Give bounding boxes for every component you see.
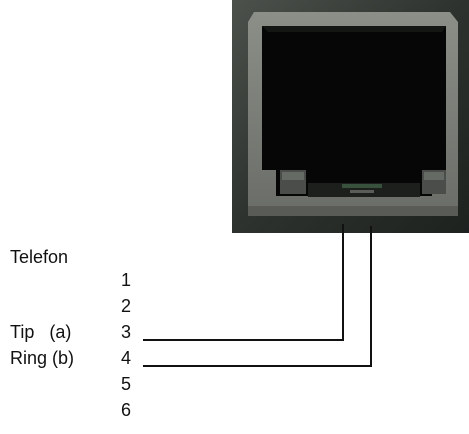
title-telefon: Telefon bbox=[10, 247, 69, 267]
pin-number-1: 1 bbox=[120, 270, 131, 290]
pin-label-ring: Ring (b) bbox=[10, 348, 75, 368]
rj11-jack-photo bbox=[232, 0, 469, 233]
pin-number-2: 2 bbox=[120, 296, 131, 316]
pin-number-3: 3 bbox=[120, 322, 131, 342]
pin-label-tip: Tip (a) bbox=[10, 322, 72, 342]
pin-number-5: 5 bbox=[120, 374, 131, 394]
wire-ring bbox=[143, 226, 372, 367]
pin-number-4: 4 bbox=[120, 348, 131, 368]
pin-number-6: 6 bbox=[120, 400, 131, 420]
wire-tip bbox=[143, 224, 344, 341]
